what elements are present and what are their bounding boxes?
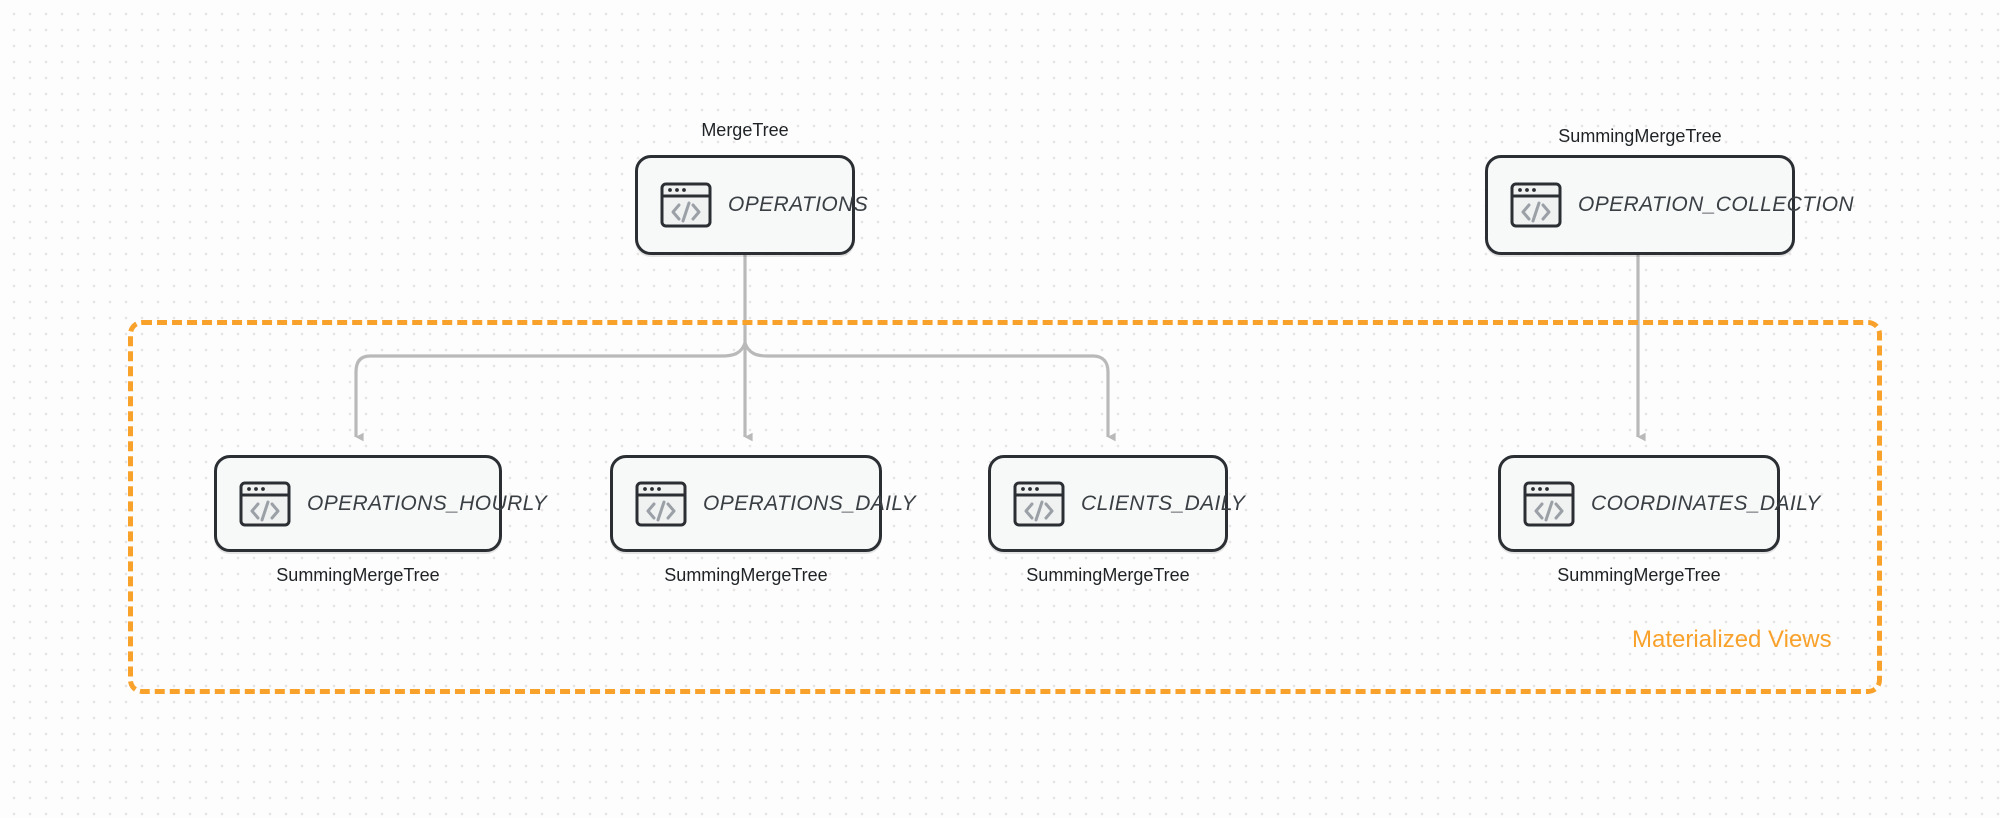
caption-operations-daily-engine: SummingMergeTree — [664, 565, 828, 585]
caption-operations-engine: MergeTree — [701, 120, 789, 140]
code-window-icon — [239, 481, 291, 526]
node-label: OPERATION_COLLECTION — [1578, 193, 1854, 216]
node-operations-daily[interactable]: OPERATIONS_DAILY — [610, 455, 916, 552]
node-operations-hourly[interactable]: OPERATIONS_HOURLY — [214, 455, 547, 552]
node-label: CLIENTS_DAILY — [1081, 491, 1246, 515]
code-window-icon — [635, 481, 687, 526]
code-window-icon — [660, 182, 712, 228]
caption-clients-daily-engine: SummingMergeTree — [1026, 565, 1190, 585]
caption-operations-hourly-engine: SummingMergeTree — [276, 565, 440, 585]
caption-operation-collection-engine: SummingMergeTree — [1558, 126, 1722, 146]
node-label: COORDINATES_DAILY — [1591, 491, 1821, 515]
node-operation-collection[interactable]: OPERATION_COLLECTION — [1485, 155, 1854, 255]
code-window-icon — [1510, 182, 1562, 228]
node-label: OPERATIONS — [728, 193, 869, 216]
code-window-icon — [1013, 481, 1065, 526]
node-label: OPERATIONS_HOURLY — [307, 491, 548, 515]
node-clients-daily[interactable]: CLIENTS_DAILY — [988, 455, 1245, 552]
node-coordinates-daily[interactable]: COORDINATES_DAILY — [1498, 455, 1820, 552]
materialized-views-group — [128, 320, 1882, 694]
caption-coordinates-daily-engine: SummingMergeTree — [1557, 565, 1721, 585]
node-label: OPERATIONS_DAILY — [703, 491, 916, 515]
code-window-icon — [1523, 481, 1575, 526]
materialized-views-group-label: Materialized Views — [1632, 626, 1832, 653]
node-operations[interactable]: OPERATIONS — [635, 155, 868, 255]
